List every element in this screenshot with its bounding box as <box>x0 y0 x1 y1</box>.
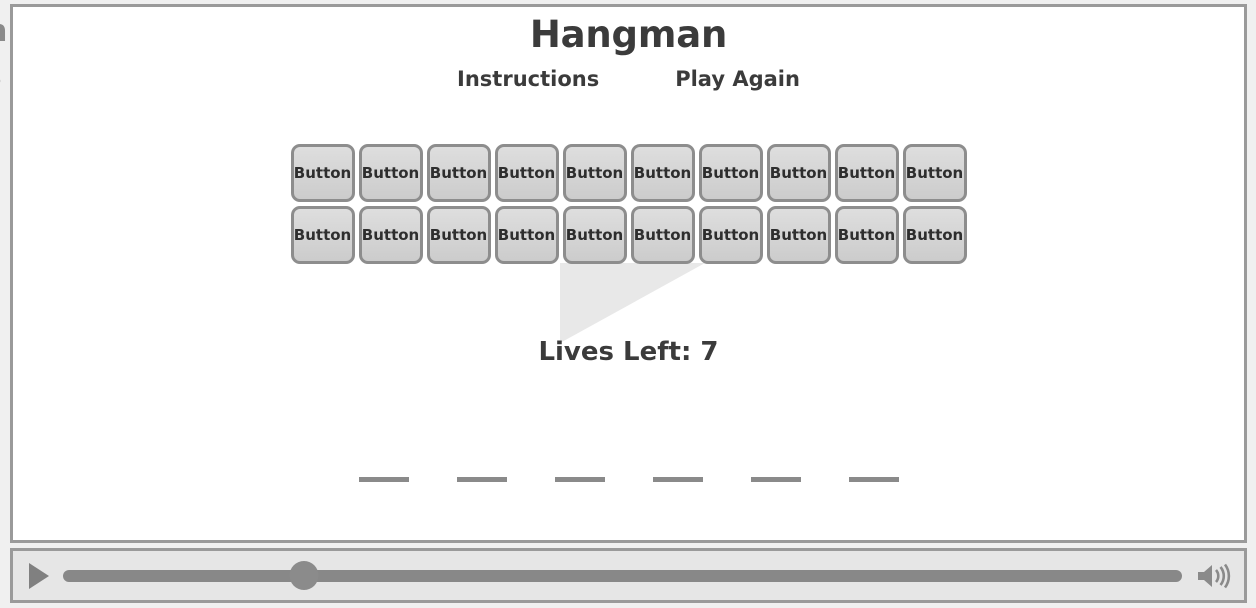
word-blank <box>456 477 507 482</box>
letter-button[interactable]: Button <box>698 144 763 202</box>
letter-button[interactable]: Button <box>766 206 831 264</box>
volume-speaker-icon[interactable] <box>1196 562 1232 590</box>
word-blank <box>750 477 801 482</box>
offscreen-text-fragments: n s <box>0 0 12 120</box>
letter-button[interactable]: Button <box>698 206 763 264</box>
word-blanks <box>13 477 1244 482</box>
letter-button[interactable]: Button <box>562 144 627 202</box>
word-blank <box>652 477 703 482</box>
letter-button[interactable]: Button <box>562 206 627 264</box>
letter-button[interactable]: Button <box>766 144 831 202</box>
volume-speaker-svg <box>1198 563 1231 588</box>
watermark-triangle-icon <box>560 263 705 343</box>
offscreen-fragment-bottom: s <box>0 62 1 92</box>
play-again-link[interactable]: Play Again <box>675 67 800 91</box>
letter-button[interactable]: Button <box>290 206 355 264</box>
nav-links: Instructions Play Again <box>13 67 1244 91</box>
letter-button[interactable]: Button <box>902 206 967 264</box>
letter-button[interactable]: Button <box>494 144 559 202</box>
letter-button[interactable]: Button <box>630 206 695 264</box>
letter-button[interactable]: Button <box>358 144 423 202</box>
seek-slider[interactable] <box>63 561 1182 590</box>
letter-button[interactable]: Button <box>358 206 423 264</box>
media-control-bar <box>10 548 1247 603</box>
word-blank <box>358 477 409 482</box>
page-title: Hangman <box>529 13 728 56</box>
letter-button[interactable]: Button <box>630 144 695 202</box>
letter-button[interactable]: Button <box>834 144 899 202</box>
keyboard-row-1: Button Button Button Button Button Butto… <box>290 144 967 202</box>
seek-thumb[interactable] <box>289 561 319 590</box>
letter-button[interactable]: Button <box>494 206 559 264</box>
seek-track[interactable] <box>63 569 1182 582</box>
word-blank <box>848 477 899 482</box>
keyboard-row-2: Button Button Button Button Button Butto… <box>290 206 967 264</box>
word-blank <box>554 477 605 482</box>
play-icon[interactable] <box>29 562 49 589</box>
letter-button[interactable]: Button <box>902 144 967 202</box>
offscreen-fragment-top: n <box>0 14 7 49</box>
letter-button[interactable]: Button <box>834 206 899 264</box>
letter-keyboard: Button Button Button Button Button Butto… <box>13 144 1244 264</box>
letter-button[interactable]: Button <box>290 144 355 202</box>
letter-button[interactable]: Button <box>426 206 491 264</box>
letter-button[interactable]: Button <box>426 144 491 202</box>
lives-left-label: Lives Left: 7 <box>538 337 719 367</box>
game-frame: Hangman Instructions Play Again Button B… <box>10 4 1247 543</box>
instructions-link[interactable]: Instructions <box>457 67 600 91</box>
